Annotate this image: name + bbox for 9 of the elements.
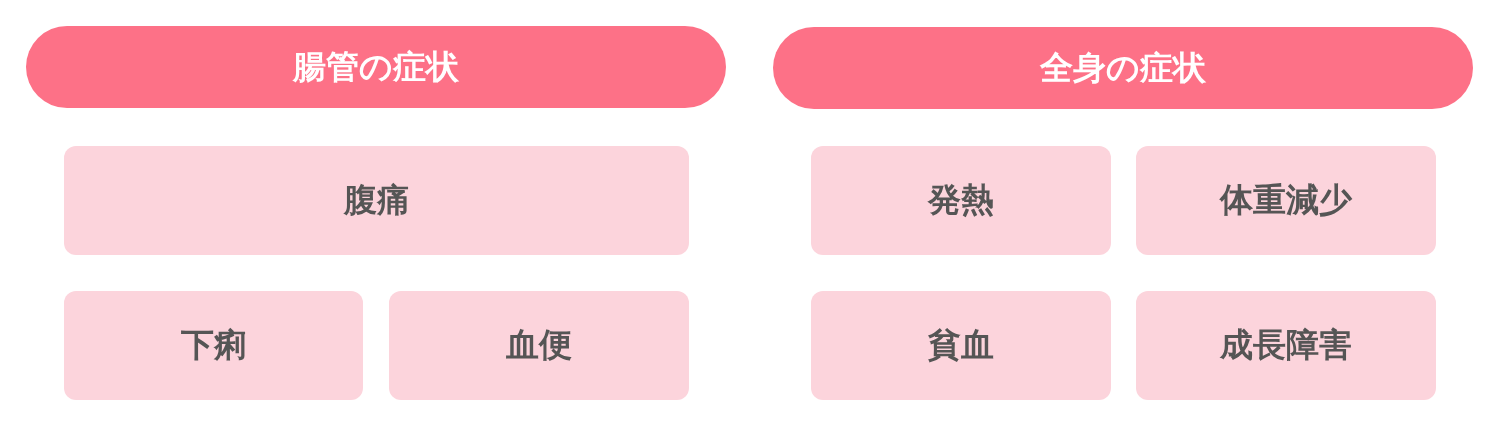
symptom-box: 発熱 — [811, 146, 1111, 255]
category-header: 全身の症状 — [773, 27, 1473, 109]
category-header: 腸管の症状 — [26, 26, 726, 108]
symptom-box: 腹痛 — [64, 146, 689, 255]
symptom-box: 貧血 — [811, 291, 1111, 400]
symptom-box: 下痢 — [64, 291, 363, 400]
symptom-box: 体重減少 — [1136, 146, 1436, 255]
symptom-box: 成長障害 — [1136, 291, 1436, 400]
symptom-box: 血便 — [389, 291, 689, 400]
